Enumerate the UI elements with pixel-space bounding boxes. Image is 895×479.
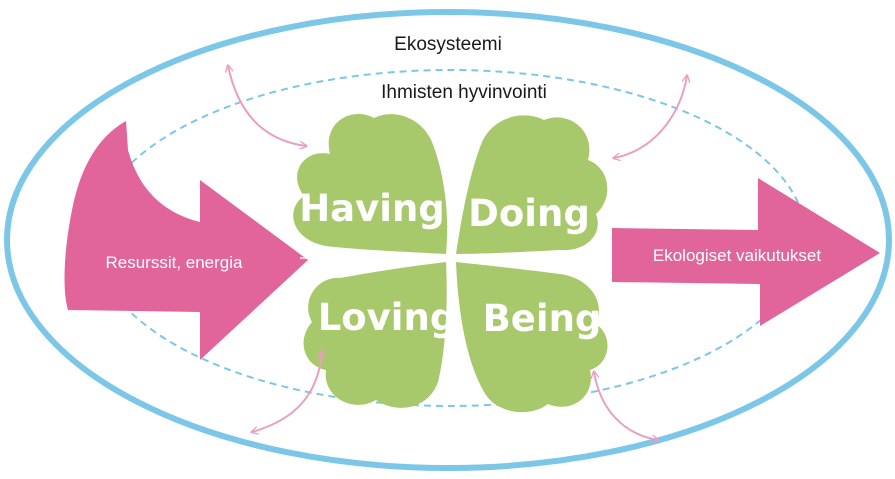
output-arrow-label: Ekologiset vaikutukset xyxy=(653,246,821,265)
interaction-arrows xyxy=(228,66,687,440)
leaf-doing xyxy=(456,115,608,254)
leaf-being xyxy=(456,262,608,413)
four-leaf-clover-icon xyxy=(293,114,608,413)
leaf-label-doing: Doing xyxy=(468,192,590,235)
interaction-arrow-top-left-icon xyxy=(228,66,306,146)
interaction-arrow-top-right-icon xyxy=(614,76,687,158)
wellbeing-label: Ihmisten hyvinvointi xyxy=(381,82,547,103)
leaf-label-being: Being xyxy=(483,297,602,340)
leaf-label-loving: Loving xyxy=(318,296,457,339)
input-arrow-icon xyxy=(64,121,308,360)
leaf-having xyxy=(293,114,448,254)
interaction-arrow-bottom-right-icon xyxy=(594,372,658,440)
input-arrow-label: Resurssit, energia xyxy=(105,253,243,272)
leaf-loving xyxy=(303,262,447,408)
interaction-arrow-bottom-left-icon xyxy=(252,352,322,432)
leaf-label-having: Having xyxy=(299,187,445,230)
ecosystem-ellipse xyxy=(4,9,892,471)
output-arrow-icon xyxy=(612,178,880,326)
ecosystem-label: Ekosysteemi xyxy=(394,34,502,55)
